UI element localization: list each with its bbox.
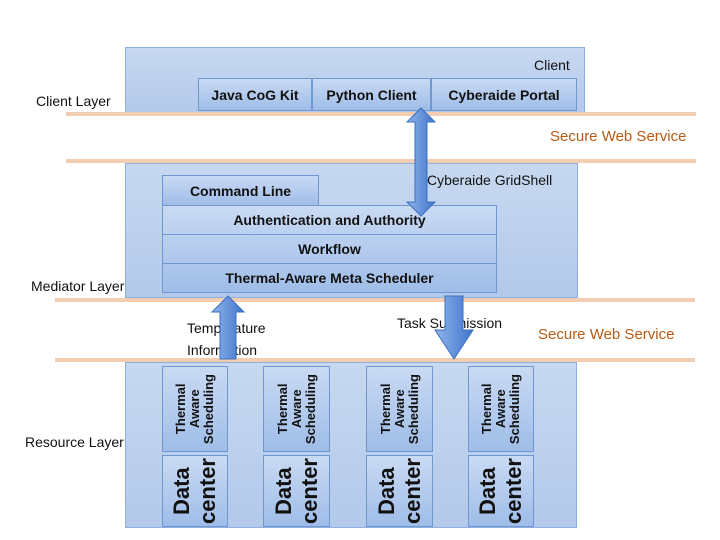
thermal-aware-scheduling-node[interactable]: Thermal Aware Scheduling bbox=[468, 366, 534, 452]
thermal-aware-scheduling-node[interactable]: Thermal Aware Scheduling bbox=[162, 366, 228, 452]
down-arrow-icon bbox=[434, 295, 474, 360]
data-center-node[interactable]: Data center bbox=[263, 455, 330, 527]
client-box-title: Client bbox=[534, 57, 570, 73]
thermal-aware-meta-scheduler-row[interactable]: Thermal-Aware Meta Scheduler bbox=[163, 264, 496, 292]
thermal-aware-scheduling-label: Thermal Aware Scheduling bbox=[377, 373, 421, 445]
separator-line bbox=[66, 112, 696, 116]
java-cog-kit-button[interactable]: Java CoG Kit bbox=[198, 78, 312, 111]
thermal-aware-meta-scheduler-label: Thermal-Aware Meta Scheduler bbox=[225, 270, 434, 287]
thermal-aware-scheduling-label: Thermal Aware Scheduling bbox=[274, 373, 318, 445]
command-line-button[interactable]: Command Line bbox=[162, 175, 319, 206]
authentication-authority-label: Authentication and Authority bbox=[233, 211, 426, 228]
secure-web-service-label: Secure Web Service bbox=[538, 326, 675, 343]
separator-line bbox=[55, 358, 695, 362]
thermal-aware-scheduling-label: Thermal Aware Scheduling bbox=[173, 373, 216, 445]
data-center-label: Data center bbox=[373, 457, 425, 525]
data-center-node[interactable]: Data center bbox=[162, 455, 228, 527]
workflow-row[interactable]: Workflow bbox=[163, 235, 496, 265]
double-arrow-icon bbox=[405, 107, 437, 217]
separator-line bbox=[66, 159, 696, 163]
mediator-layer-label: Mediator Layer bbox=[31, 278, 125, 294]
data-center-node[interactable]: Data center bbox=[366, 455, 433, 527]
data-center-node[interactable]: Data center bbox=[468, 455, 534, 527]
authentication-authority-row[interactable]: Authentication and Authority bbox=[163, 206, 496, 235]
data-center-label: Data center bbox=[169, 457, 220, 525]
thermal-aware-scheduling-node[interactable]: Thermal Aware Scheduling bbox=[366, 366, 433, 452]
resource-layer-label: Resource Layer bbox=[25, 434, 124, 450]
mediator-box-title: Cyberaide GridShell bbox=[427, 172, 553, 188]
thermal-aware-scheduling-label: Thermal Aware Scheduling bbox=[479, 373, 522, 445]
workflow-label: Workflow bbox=[298, 241, 361, 257]
cyberaide-portal-button[interactable]: Cyberaide Portal bbox=[431, 78, 577, 111]
secure-web-service-label: Secure Web Service bbox=[550, 128, 687, 145]
data-center-label: Data center bbox=[475, 457, 526, 525]
separator-line bbox=[55, 298, 695, 302]
up-arrow-icon bbox=[210, 295, 246, 360]
data-center-label: Data center bbox=[270, 457, 322, 525]
client-layer-label: Client Layer bbox=[36, 93, 111, 109]
thermal-aware-scheduling-node[interactable]: Thermal Aware Scheduling bbox=[263, 366, 330, 452]
mediator-stack: Authentication and Authority Workflow Th… bbox=[162, 205, 497, 293]
python-client-button[interactable]: Python Client bbox=[312, 78, 431, 111]
